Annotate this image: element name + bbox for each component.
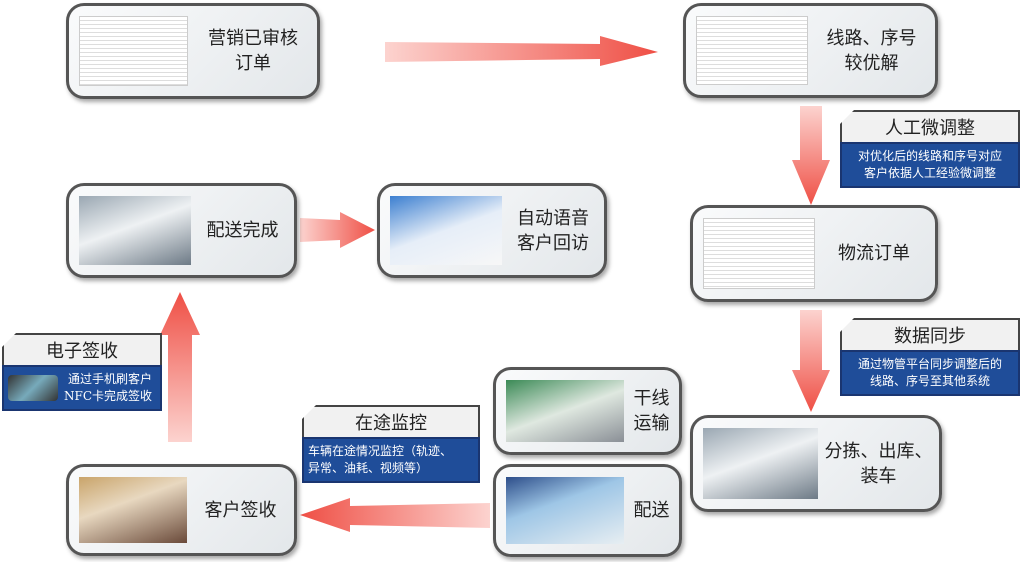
arrow-right-mid	[300, 212, 375, 248]
callout-manual-adjust: 人工微调整 对优化后的线路和序号对应 客户依据人工经验微调整	[840, 110, 1020, 188]
step-route-optimization: 线路、序号 较优解	[683, 3, 938, 98]
callout-title: 在途监控	[302, 405, 480, 437]
navigation-map-image	[506, 477, 624, 544]
step-marketing-orders: 营销已审核 订单	[66, 3, 320, 99]
receipt-photo	[79, 477, 187, 543]
vehicles-photo	[79, 196, 191, 265]
logistics-sheet-image	[703, 218, 815, 289]
step-delivery-complete: 配送完成	[66, 183, 297, 278]
truck-photo	[506, 380, 624, 442]
step-label: 配送完成	[206, 220, 279, 241]
callout-body: 对优化后的线路和序号对应 客户依据人工经验微调整	[840, 142, 1020, 188]
step-sorting-loading: 分拣、出库、 装车	[690, 415, 942, 512]
arrow-up-left	[160, 292, 200, 442]
step-customer-receipt: 客户签收	[66, 464, 297, 556]
order-sheet-image	[79, 16, 188, 86]
step-label: 干线 运输	[633, 388, 670, 434]
step-label: 自动语音 客户回访	[517, 207, 589, 254]
step-voice-callback: 自动语音 客户回访	[377, 183, 607, 278]
step-delivery: 配送	[493, 464, 682, 557]
arrow-left-bottom	[300, 498, 490, 532]
step-label: 配送	[633, 500, 670, 521]
callout-body: 车辆在途情况监控（轨迹、 异常、油耗、视频等）	[302, 437, 480, 483]
step-label: 分拣、出库、 装车	[824, 440, 933, 487]
callout-transit-monitor: 在途监控 车辆在途情况监控（轨迹、 异常、油耗、视频等）	[302, 405, 480, 483]
warehouse-photo	[703, 428, 818, 499]
arrow-right-top	[385, 36, 658, 66]
step-label: 客户签收	[204, 499, 277, 521]
callout-title: 人工微调整	[840, 110, 1020, 142]
callout-data-sync: 数据同步 通过物管平台同步调整后的 线路、序号至其他系统	[840, 318, 1020, 396]
voice-device-image	[390, 196, 502, 265]
callout-title: 数据同步	[840, 318, 1020, 350]
arrow-down-2	[792, 310, 830, 412]
step-label: 物流订单	[838, 243, 910, 264]
callout-body: 通过手机刷客户 NFC卡完成签收	[64, 372, 153, 403]
step-trunk-transport: 干线 运输	[493, 367, 682, 455]
callout-title: 电子签收	[2, 333, 162, 365]
callout-e-sign: 电子签收 通过手机刷客户 NFC卡完成签收	[2, 333, 162, 411]
route-sheet-image	[696, 16, 808, 85]
step-label: 营销已审核 订单	[208, 28, 298, 74]
phone-icon	[8, 375, 58, 401]
step-label: 线路、序号 较优解	[826, 27, 917, 74]
callout-body: 通过物管平台同步调整后的 线路、序号至其他系统	[840, 350, 1020, 396]
arrow-down-1	[792, 106, 830, 205]
step-logistics-orders: 物流订单	[690, 205, 938, 302]
